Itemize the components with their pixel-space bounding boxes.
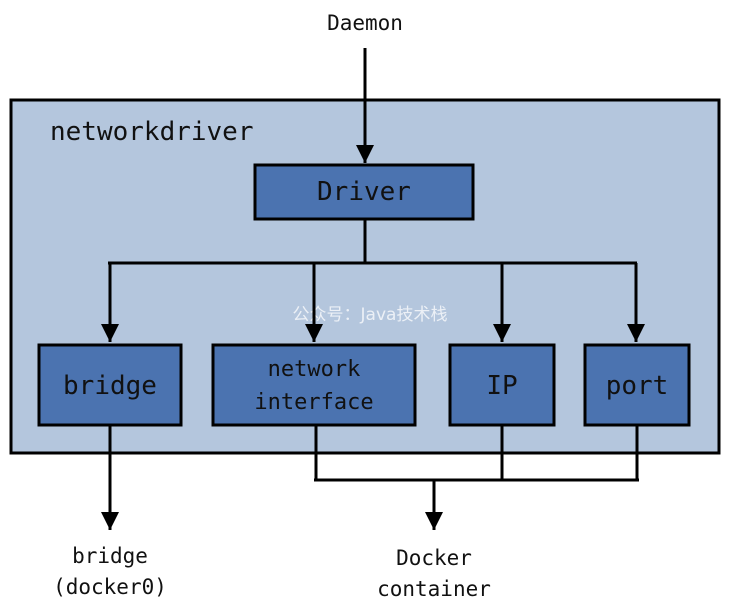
port-box (583, 343, 691, 427)
driver-box (253, 163, 475, 221)
ip-box-label: IP (486, 371, 517, 401)
network-interface-label-line1: network (268, 357, 361, 382)
bridge-box (37, 343, 183, 427)
docker-output-label-line1: Docker (396, 546, 472, 570)
driver-label: Driver (317, 177, 411, 207)
bridge-output-label-line1: bridge (72, 544, 148, 568)
container-label: networkdriver (50, 117, 254, 147)
watermark: 公众号：Java技术栈 (293, 305, 448, 325)
bridge-output-label-line2: (docker0) (53, 575, 167, 599)
daemon-label: Daemon (327, 11, 403, 35)
port-box-label: port (606, 371, 669, 401)
network-interface-box (211, 343, 417, 427)
bridge-box-label: bridge (63, 371, 157, 401)
ip-box (448, 343, 556, 427)
network-interface-label-line2: interface (254, 390, 373, 415)
docker-output-label-line2: container (377, 577, 491, 601)
